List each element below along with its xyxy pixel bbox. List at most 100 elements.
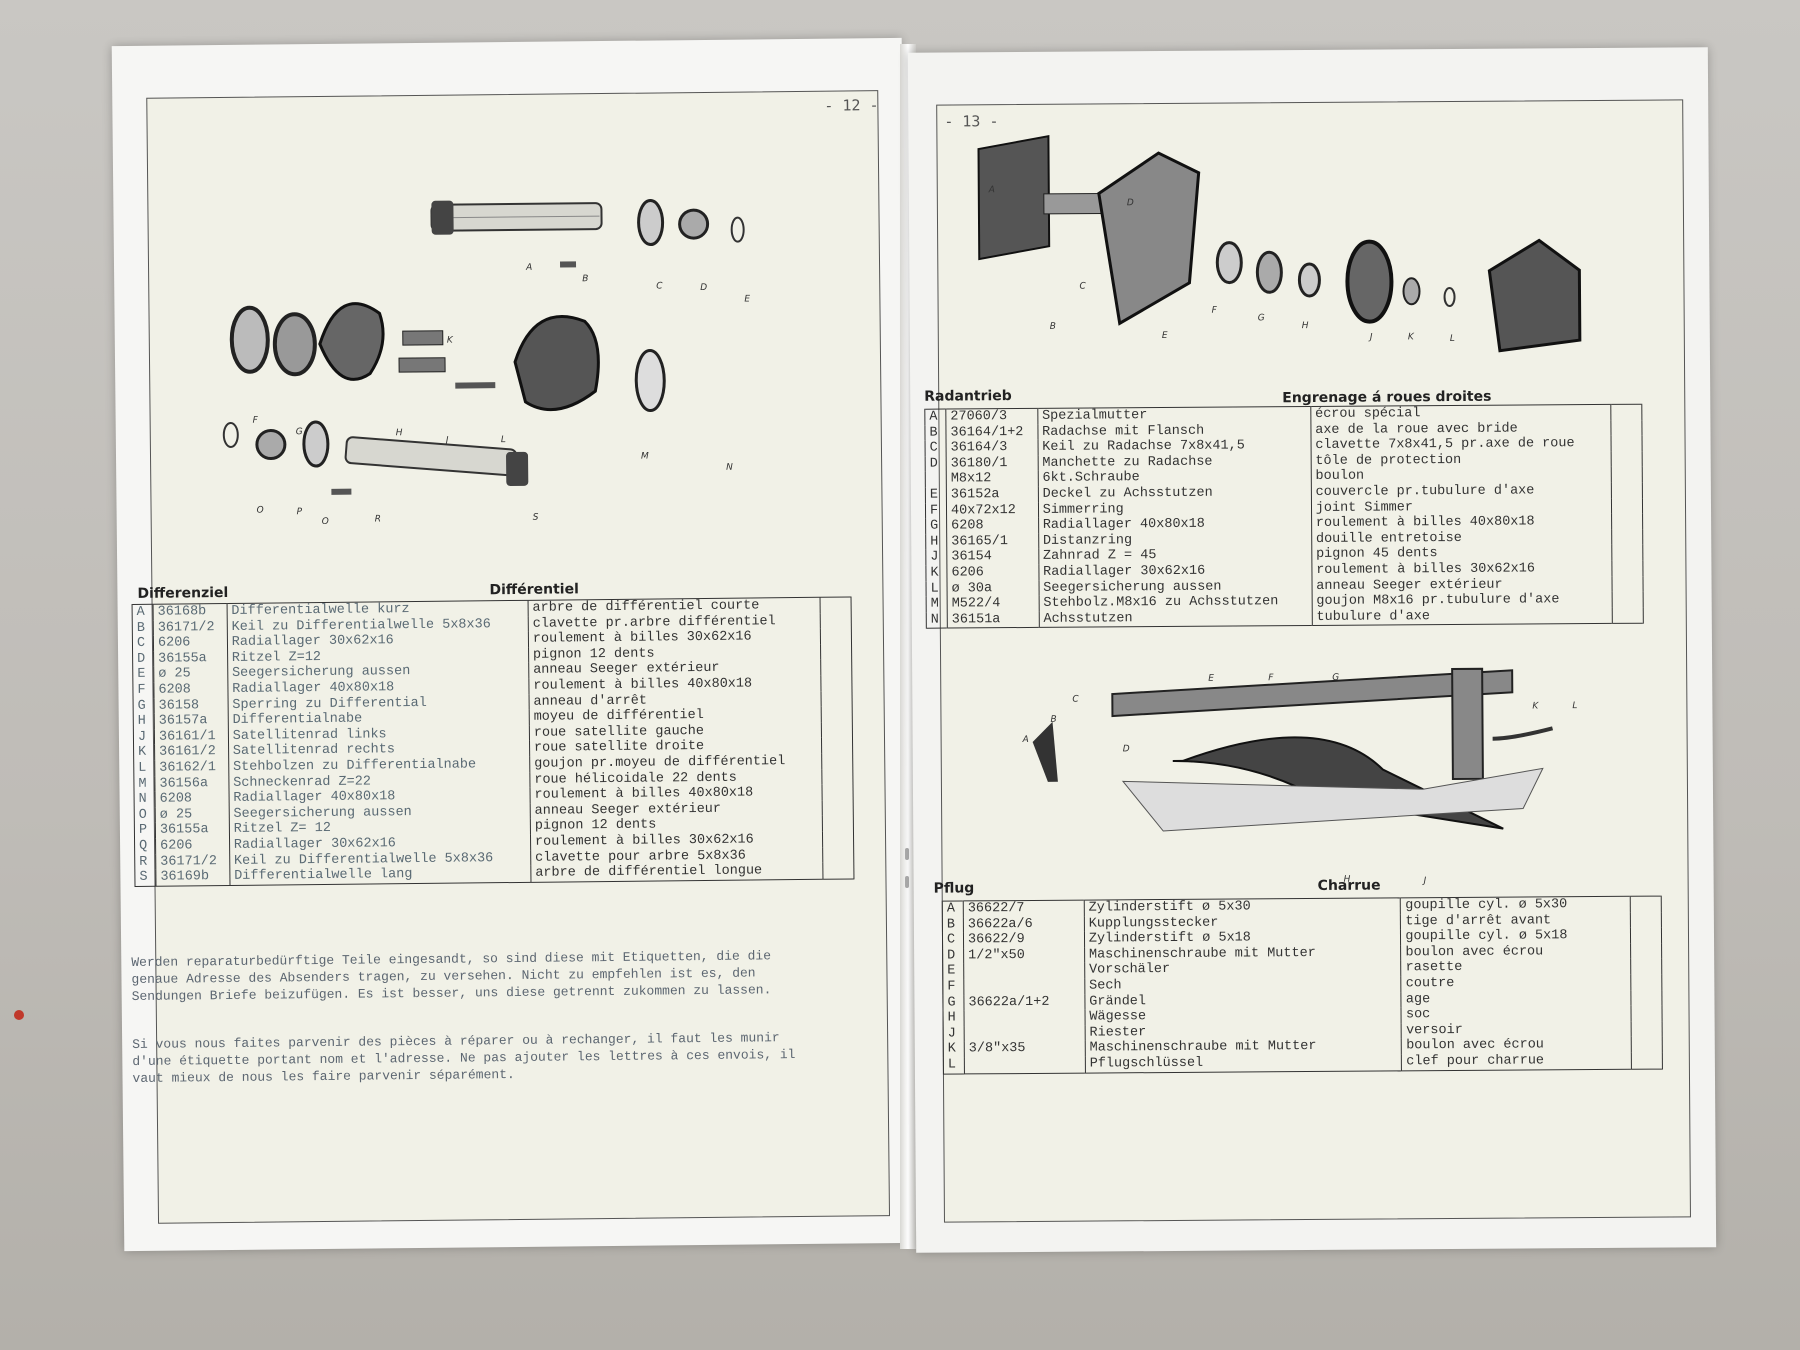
cell-key: H [133, 713, 155, 730]
cell-code: 36156a [154, 775, 229, 792]
cell-blank [820, 659, 852, 676]
cell-code: 6206 [946, 564, 1039, 582]
wheel-drive-exploded-drawing: AB CD EF GH JK LM N [977, 135, 1582, 353]
cell-blank [1630, 896, 1662, 913]
cell-de: Radachse mit Flansch [1037, 422, 1311, 441]
svg-text:C: C [1072, 695, 1079, 705]
section-heading-de: Differenziel [137, 584, 229, 602]
cell-code: 40x72x12 [946, 502, 1039, 519]
cell-key: K [133, 745, 155, 761]
svg-text:E: E [1208, 674, 1214, 684]
cell-code: 36622/7 [963, 900, 1085, 918]
cell-code: 36622/9 [963, 931, 1085, 949]
svg-text:G: G [1258, 313, 1265, 323]
cell-key: F [925, 503, 947, 519]
cell-blank [820, 628, 852, 645]
cell-blank [1611, 513, 1643, 530]
cell-blank [822, 800, 854, 817]
cell-blank [822, 862, 854, 879]
cell-code: 36622a/6 [963, 916, 1085, 933]
cell-code: 3/8"x35 [964, 1040, 1086, 1058]
svg-text:N: N [726, 463, 733, 473]
cell-de: Keil zu Differentialwelle 5x8x36 [229, 850, 531, 870]
svg-text:L: L [501, 435, 506, 445]
cell-key: G [942, 995, 965, 1011]
cell-blank [821, 722, 853, 739]
cell-fr: soc [1401, 1005, 1632, 1024]
section-heading-fr: Charrue [1317, 877, 1381, 894]
svg-text:A: A [988, 185, 995, 195]
svg-text:H: H [1302, 321, 1309, 331]
cell-blank [822, 846, 854, 863]
cell-blank [1611, 482, 1643, 499]
cell-key: E [942, 963, 964, 980]
cell-blank [821, 691, 853, 707]
cell-blank [1611, 451, 1643, 468]
cell-blank [1630, 943, 1662, 960]
cell-code [964, 1009, 1085, 1027]
cell-blank [820, 675, 853, 692]
cell-key: B [924, 425, 947, 441]
cell-blank [1630, 958, 1662, 975]
cell-code: ø 25 [155, 806, 230, 824]
cell-key: E [925, 487, 947, 504]
svg-text:E: E [1162, 331, 1168, 341]
shaft-a [430, 200, 603, 235]
cell-fr: arbre de différentiel longue [530, 862, 823, 883]
cell-blank [820, 613, 852, 629]
cell-key: N [134, 791, 156, 808]
cell-code: 36169b [155, 869, 230, 886]
svg-text:B: B [1050, 322, 1056, 332]
cell-fr: coutre [1401, 974, 1631, 992]
cell-blank [821, 753, 853, 770]
cell-fr: versoir [1401, 1021, 1632, 1039]
cell-de: Manchette zu Radachse [1037, 453, 1311, 472]
svg-text:K: K [1532, 701, 1539, 711]
cell-blank [820, 644, 852, 661]
cell-code: 27060/3 [945, 408, 1038, 426]
section-heading-de: Pflug [933, 880, 975, 897]
svg-text:C: C [1079, 282, 1086, 292]
cell-code: 36158 [154, 697, 228, 714]
cell-code: 36154 [946, 549, 1039, 566]
svg-text:K: K [1408, 332, 1415, 342]
section-heading-fr: Différentiel [489, 581, 579, 599]
cell-blank [1630, 990, 1662, 1006]
svg-text:R: R [375, 514, 381, 524]
cell-blank [1631, 1021, 1663, 1038]
section-heading-fr: Engrenage á roues droites [1282, 388, 1492, 407]
cell-key: J [925, 549, 947, 566]
svg-text:G: G [1332, 673, 1339, 683]
svg-text:E: E [744, 294, 750, 304]
red-stain [14, 1010, 24, 1020]
cell-key: M [926, 596, 948, 613]
svg-text:J: J [1368, 333, 1373, 343]
cell-code: 36168b [153, 603, 227, 621]
cell-code: 36161/2 [154, 744, 229, 761]
cell-key: N [926, 612, 948, 629]
cell-code: ø 25 [153, 666, 228, 683]
cell-key: R [134, 854, 156, 871]
staple [905, 848, 909, 860]
svg-text:D: D [1127, 198, 1134, 208]
cell-fr: goupille cyl. ø 5x30 [1400, 896, 1631, 914]
svg-text:S: S [533, 513, 539, 523]
cell-blank [820, 596, 852, 614]
cell-blank [821, 737, 853, 754]
cell-fr: boulon avec écrou [1401, 1037, 1632, 1055]
cell-code [963, 962, 1085, 980]
svg-text:P: P [297, 507, 303, 517]
cell-key: D [132, 651, 154, 668]
cell-key: L [133, 760, 155, 777]
cell-key: A [924, 409, 946, 426]
cell-code: 36151a [947, 611, 1040, 629]
cell-de: Spezialmutter [1037, 406, 1311, 425]
cell-blank [1630, 927, 1662, 944]
cell-blank [1611, 576, 1644, 593]
section-heading-de: Radantrieb [924, 388, 1012, 405]
cell-key: P [134, 823, 156, 839]
svg-text:B: B [582, 274, 588, 284]
cell-fr: age [1401, 990, 1631, 1008]
